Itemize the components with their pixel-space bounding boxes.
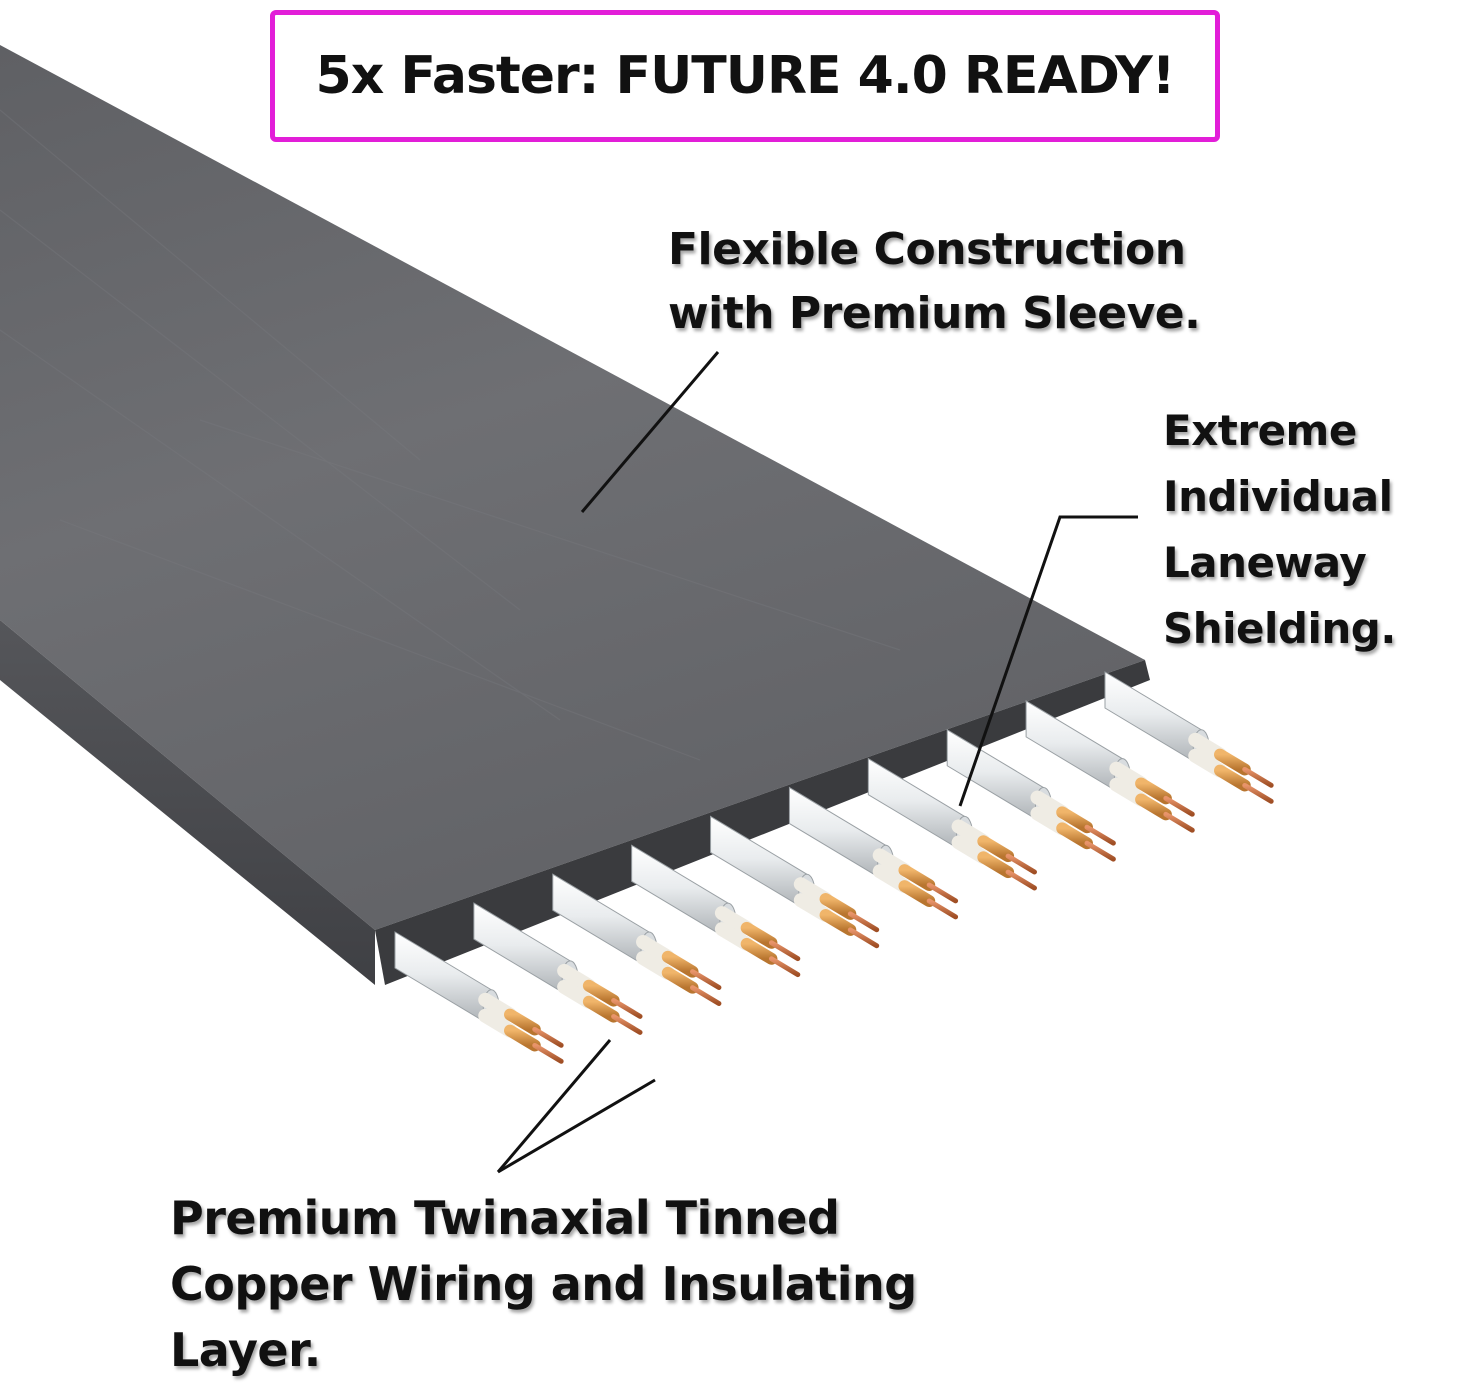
lane-foil — [819, 893, 857, 920]
lane-foil — [582, 995, 620, 1023]
lane-copper-wire — [847, 927, 880, 949]
sleeve-leader-line — [580, 351, 720, 513]
lane-copper-wire — [690, 969, 722, 991]
lane-copper-wire — [1005, 853, 1037, 875]
callout-shielding-line-3: Laneway — [1163, 538, 1367, 587]
lane-foil — [661, 966, 699, 994]
lane-foil — [1056, 806, 1093, 834]
lane-shield — [1104, 671, 1202, 767]
wiring-leader-line-2 — [497, 1078, 656, 1174]
lane-copper-wire — [532, 1042, 564, 1064]
cable-sleeve — [0, 45, 1145, 930]
lane-copper-wire — [1163, 795, 1195, 817]
wiring-leader-line-1 — [496, 1039, 612, 1173]
lane-foil — [898, 880, 936, 908]
lane-copper-wire — [690, 985, 722, 1007]
lane-foil — [504, 1024, 541, 1052]
lane — [1025, 700, 1195, 833]
sleeve-texture — [0, 109, 901, 761]
lane — [710, 815, 880, 949]
lane-copper-wire — [768, 940, 801, 962]
lane-copper-wire — [1084, 824, 1116, 846]
callout-sleeve: Flexible Construction with Premium Sleev… — [668, 218, 1201, 346]
lane — [1104, 671, 1274, 804]
lane-copper-wire — [611, 998, 643, 1019]
lane-copper-wire — [847, 911, 880, 933]
callout-sleeve-line-1: Flexible Construction — [668, 224, 1186, 275]
callout-shielding-line-1: Extreme — [1163, 406, 1357, 455]
lane-foil — [582, 979, 620, 1007]
lane-copper-wire — [611, 1014, 643, 1035]
lane-copper-wire — [1163, 811, 1195, 833]
lane-copper-wire — [532, 1026, 564, 1048]
callout-wiring-line-1: Premium Twinaxial Tinned — [170, 1191, 840, 1245]
lane-copper-wire — [926, 898, 959, 920]
shielded-lanes — [394, 671, 1274, 1064]
lane-foil — [504, 1008, 541, 1036]
callout-wiring-line-3: Layer. — [170, 1323, 321, 1377]
lane — [552, 873, 722, 1007]
callout-wiring: Premium Twinaxial Tinned Copper Wiring a… — [170, 1185, 917, 1383]
lane-copper-wire — [926, 882, 959, 904]
lane-shield — [946, 728, 1044, 825]
callout-shielding-line-4: Shielding. — [1163, 604, 1396, 653]
lane-foil — [977, 835, 1015, 863]
lane — [394, 931, 564, 1064]
leader-lines — [496, 351, 1138, 1174]
lane-copper-wire — [768, 956, 801, 978]
lane-copper-wire — [1242, 766, 1274, 788]
lane-foil — [1135, 777, 1172, 805]
callout-shielding-line-2: Individual — [1163, 472, 1393, 521]
lane — [631, 844, 801, 978]
lane — [473, 902, 643, 1035]
lane-foil — [740, 937, 778, 965]
lane-foil — [740, 921, 778, 949]
lane-copper-wire — [1084, 840, 1116, 862]
lane-foil — [661, 950, 699, 978]
lane-shield — [1025, 700, 1123, 796]
lane — [867, 757, 1037, 891]
lane-foil — [819, 909, 857, 936]
shielding-leader-line — [958, 515, 1138, 807]
callout-shielding: Extreme Individual Laneway Shielding. — [1163, 398, 1396, 662]
lane-foil — [1214, 764, 1251, 792]
cable-sleeve-edge — [0, 620, 375, 985]
lane — [946, 728, 1116, 862]
callout-sleeve-line-2: with Premium Sleeve. — [668, 288, 1201, 339]
headline-text: 5x Faster: FUTURE 4.0 READY! — [315, 46, 1176, 106]
headline-banner: 5x Faster: FUTURE 4.0 READY! — [270, 10, 1220, 142]
lane-copper-wire — [1005, 869, 1037, 891]
lane-copper-wire — [1242, 782, 1274, 804]
lane-foil — [1135, 793, 1172, 821]
callout-wiring-line-2: Copper Wiring and Insulating — [170, 1257, 917, 1311]
lane-foil — [977, 851, 1015, 879]
lane-foil — [1214, 748, 1251, 776]
lane — [788, 786, 959, 920]
lane-foil — [898, 864, 936, 892]
lane-foil — [1056, 822, 1093, 850]
